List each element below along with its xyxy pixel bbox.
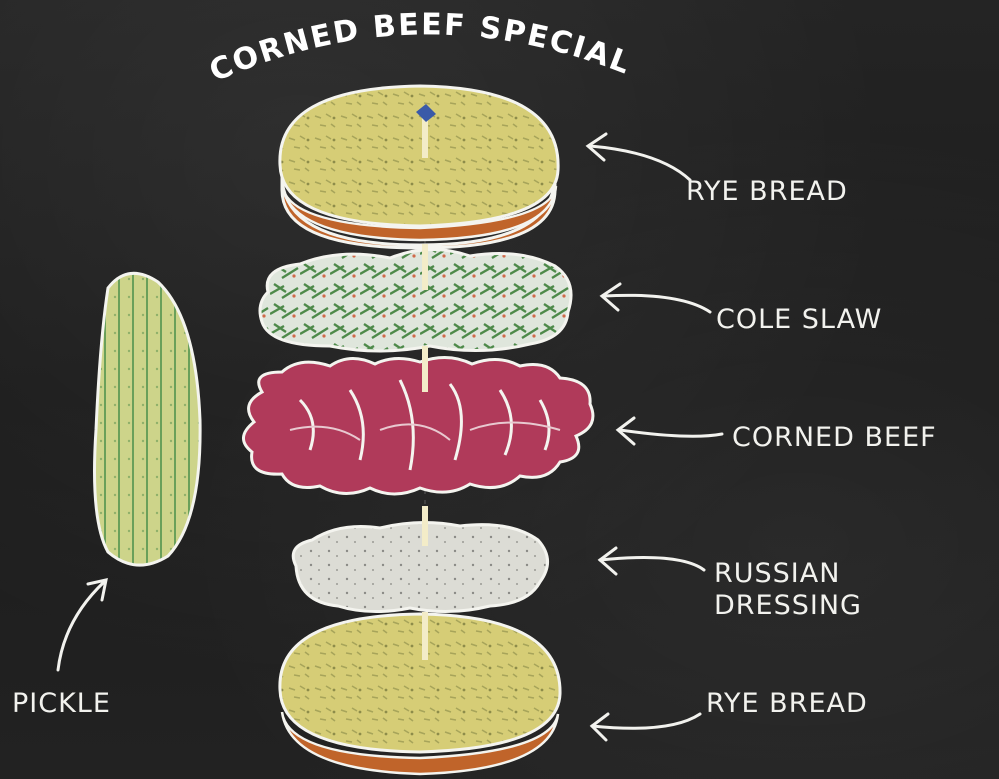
arrow-russian-dressing-icon [600, 548, 704, 574]
arrow-corned-beef-icon [618, 418, 722, 444]
cole-slaw-layer [260, 244, 571, 351]
label-pickle: PICKLE [12, 688, 111, 719]
label-corned-beef: CORNED BEEF [732, 422, 937, 453]
pickle-item [95, 273, 201, 565]
label-russian-dressing-line2: DRESSING [714, 590, 862, 621]
label-rye-bread-top: RYE BREAD [686, 176, 848, 207]
arrow-rye-bread-top-icon [588, 134, 690, 180]
label-russian-dressing-line1: RUSSIAN [714, 558, 840, 589]
label-cole-slaw: COLE SLAW [716, 304, 882, 335]
corned-beef-layer [243, 346, 592, 494]
diagram-title: CORNED BEEF SPECIAL [204, 7, 636, 89]
rye-bread-top-layer [280, 86, 558, 248]
arrow-pickle-icon [58, 580, 106, 670]
arrow-rye-bread-bottom-icon [592, 714, 700, 740]
rye-bread-bottom-layer [280, 612, 560, 774]
arrow-cole-slaw-icon [602, 284, 710, 312]
russian-dressing-layer [293, 506, 547, 612]
label-rye-bread-bottom: RYE BREAD [706, 688, 868, 719]
